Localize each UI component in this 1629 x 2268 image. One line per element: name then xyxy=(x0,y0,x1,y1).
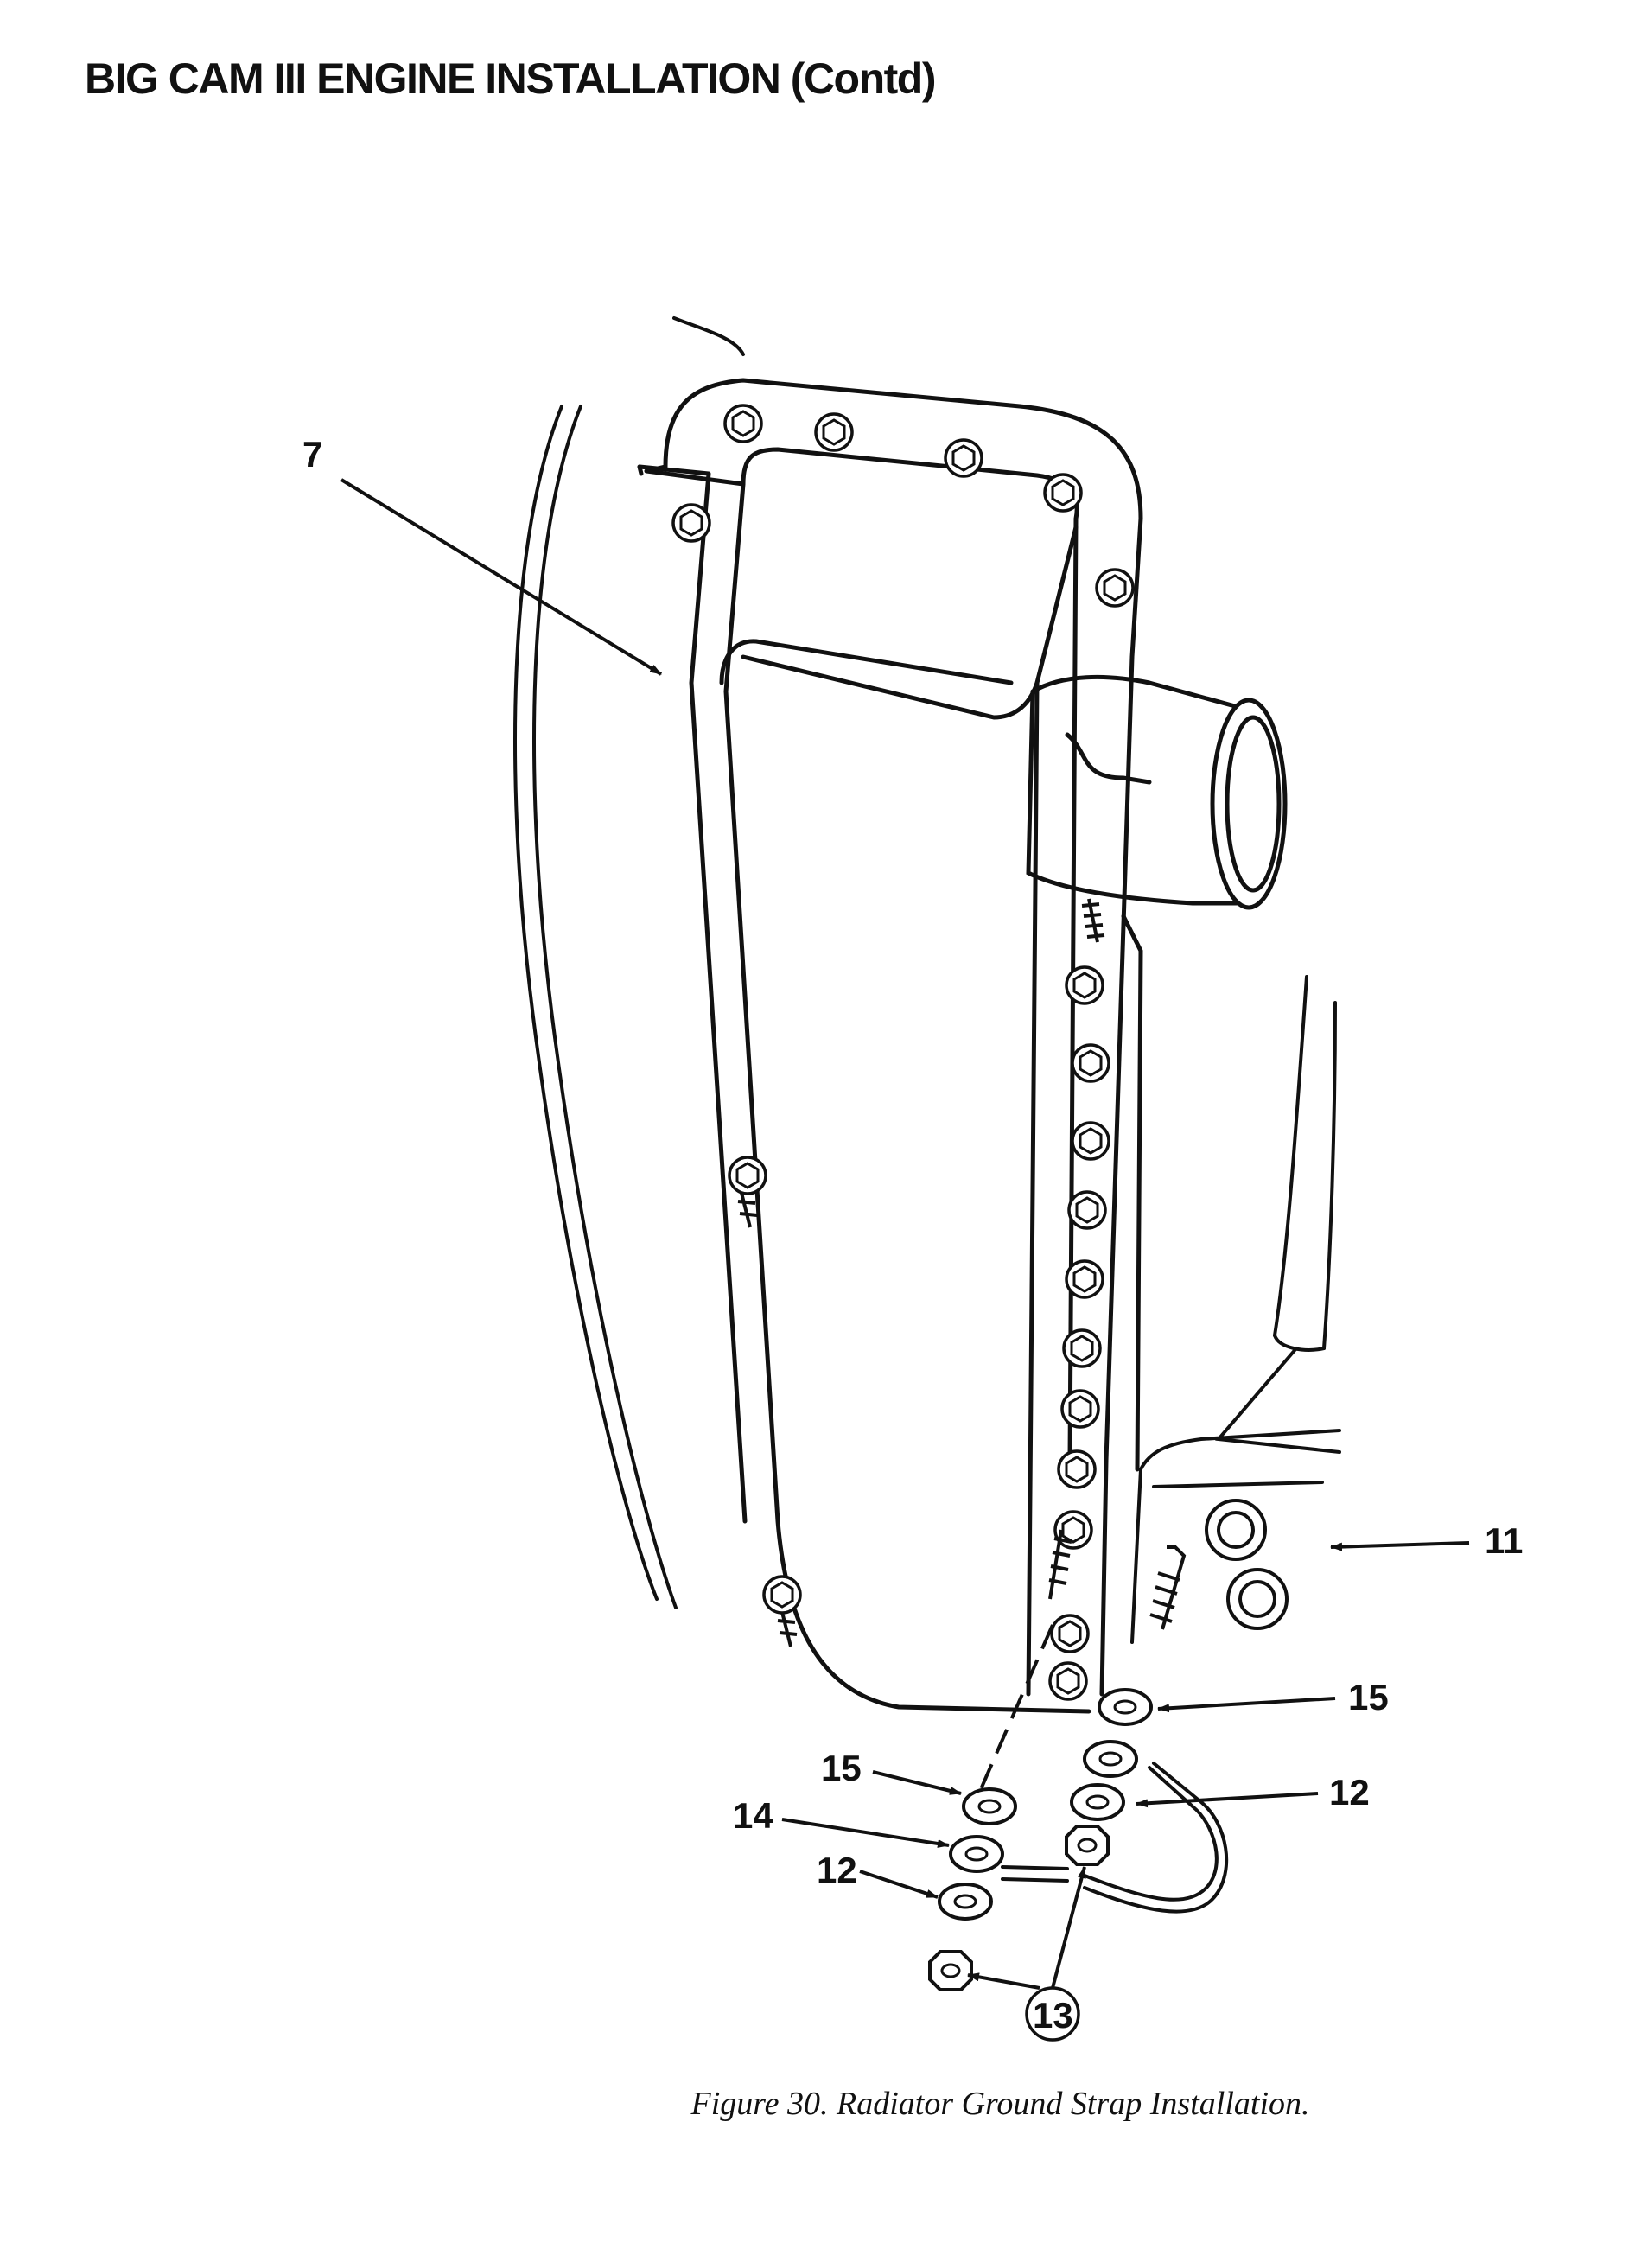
leader-arrows xyxy=(340,478,1470,1990)
outlet-pipe xyxy=(1026,674,1288,910)
alignment-line xyxy=(979,1624,1054,1790)
callout-13-circle xyxy=(1025,1986,1080,2042)
callout-7: 7 xyxy=(302,434,322,475)
ground-strap xyxy=(1001,1762,1229,1914)
callout-12-left: 12 xyxy=(817,1850,857,1890)
callout-labels: 7 11 15 12 15 14 12 13 xyxy=(302,434,1523,2042)
radiator-top-tank xyxy=(637,378,1143,1714)
figure-caption: Figure 30. Radiator Ground Strap Install… xyxy=(690,2086,1310,2122)
body-outline xyxy=(513,316,1337,1609)
callout-13: 13 xyxy=(1033,1995,1073,2035)
callout-15-right: 15 xyxy=(1348,1677,1389,1717)
callout-12-right: 12 xyxy=(1329,1772,1370,1812)
callout-15-left: 15 xyxy=(821,1748,862,1788)
engine-bracket xyxy=(1130,1347,1341,1644)
callout-11: 11 xyxy=(1485,1520,1523,1561)
callout-14: 14 xyxy=(733,1795,773,1836)
hardware-stack xyxy=(928,1688,1153,1991)
page-title: BIG CAM III ENGINE INSTALLATION (Contd) xyxy=(85,54,936,103)
studs xyxy=(737,898,1187,1647)
